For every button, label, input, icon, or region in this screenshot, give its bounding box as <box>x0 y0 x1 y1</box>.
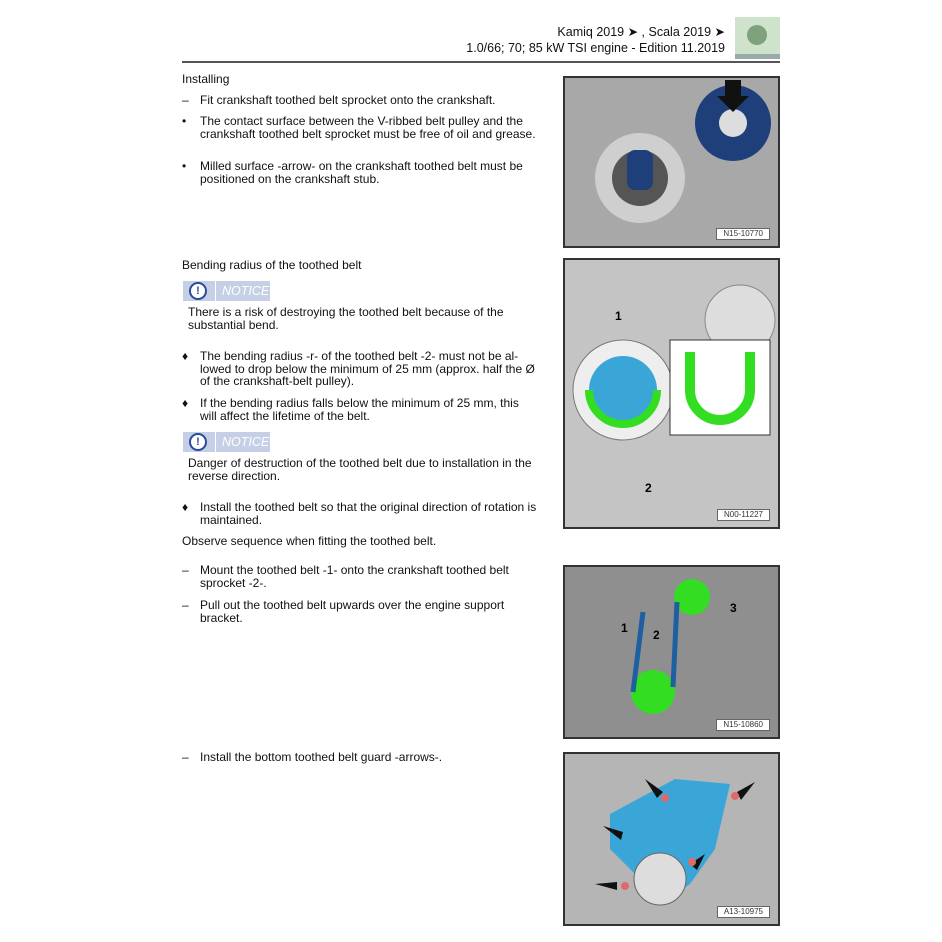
dash-marker: – <box>182 563 189 577</box>
notice-label: NOTICE <box>222 283 270 298</box>
item-text: If the bending radius falls below the mi… <box>200 396 519 423</box>
figure-belt-fitting: 1 2 3 N15-10860 <box>563 565 780 739</box>
item-text: Milled surface -arrow- on the crankshaft… <box>200 159 523 186</box>
figure-belt-guard: A13-10975 <box>563 752 780 926</box>
list-item: –Install the bottom toothed belt guard -… <box>182 751 538 764</box>
callout-1: 1 <box>621 621 628 635</box>
dash-marker: – <box>182 750 189 764</box>
notice-label: NOTICE <box>222 434 270 449</box>
diamond-marker: ♦ <box>182 500 189 514</box>
section-sequence-title: Observe sequence when fitting the toothe… <box>182 534 437 548</box>
list-item: –Fit crankshaft toothed belt sprocket on… <box>182 94 538 107</box>
dash-marker: – <box>182 93 189 107</box>
figure-id: N15-10770 <box>716 228 770 240</box>
exclamation-icon: ! <box>189 282 207 300</box>
figure-id: A13-10975 <box>716 906 770 918</box>
list-item: • Milled surface -arrow- on the crankshaf… <box>182 160 538 185</box>
figure-bending-radius: 1 2 N00-11227 <box>563 258 780 529</box>
item-text: The contact surface between the V-ribbed… <box>200 114 536 141</box>
notice-text: There is a risk of destroying the toothe… <box>188 305 504 332</box>
callout-2: 2 <box>645 481 652 495</box>
section-bending-title: Bending radius of the toothed belt <box>182 258 362 272</box>
callout-3: 3 <box>730 601 737 615</box>
item-text: Pull out the toothed belt upwards over t… <box>200 598 505 625</box>
list-item: ♦ The bending radius -r- of the toothed b… <box>182 350 538 388</box>
figure-crankshaft-sprocket: N15-10770 <box>563 76 780 248</box>
exclamation-icon: ! <box>189 433 207 451</box>
notice-banner: ! NOTICE <box>183 281 270 301</box>
item-text: Install the bottom toothed belt guard -a… <box>200 750 443 764</box>
list-item: ♦ Install the toothed belt so that the or… <box>182 501 538 526</box>
bullet-marker: • <box>182 159 187 173</box>
dash-marker: – <box>182 598 189 612</box>
bullet-marker: • <box>182 114 187 128</box>
figure-id: N15-10860 <box>716 719 770 731</box>
header-engine-line: 1.0/66; 70; 85 kW TSI engine - Edition 1… <box>466 41 725 55</box>
notice-banner: ! NOTICE <box>183 432 270 452</box>
notice-text: Danger of destruction of the toothed bel… <box>188 456 532 483</box>
diamond-marker: ♦ <box>182 349 189 363</box>
list-item: –Mount the toothed belt -1- onto the cra… <box>182 564 538 589</box>
brand-logo <box>735 17 780 59</box>
item-text: Install the toothed belt so that the ori… <box>200 500 537 527</box>
header-model-line: Kamiq 2019 ➤ , Scala 2019 ➤ <box>557 25 725 39</box>
item-text: Mount the toothed belt -1- onto the cran… <box>200 563 509 590</box>
section-installing-title: Installing <box>182 72 230 86</box>
item-text: Fit crankshaft toothed belt sprocket ont… <box>200 93 496 107</box>
callout-2: 2 <box>653 628 660 642</box>
figure-id: N00-11227 <box>717 509 770 521</box>
list-item: ♦ If the bending radius falls below the m… <box>182 397 538 422</box>
list-item: –Pull out the toothed belt upwards over … <box>182 599 538 624</box>
item-text: The bending radius -r- of the toothed be… <box>200 349 535 389</box>
diamond-marker: ♦ <box>182 396 189 410</box>
callout-1: 1 <box>615 309 622 323</box>
list-item: • The contact surface between the V-ribbe… <box>182 115 538 140</box>
header-divider <box>182 61 780 63</box>
